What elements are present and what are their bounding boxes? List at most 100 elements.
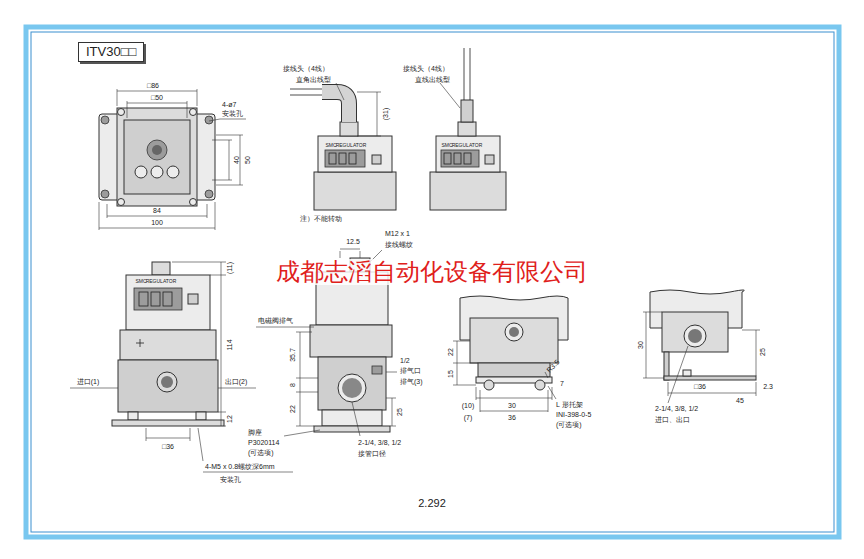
top-view <box>205 190 213 198</box>
logo-text: REGULATOR <box>336 143 367 148</box>
top-view <box>205 116 213 124</box>
front-view <box>152 262 170 275</box>
dimension-value: 45 <box>736 397 744 404</box>
side-view-elbow <box>329 153 336 164</box>
front-view <box>139 292 148 306</box>
part-number: INI-398-0-5 <box>556 411 591 418</box>
top-view <box>99 114 215 200</box>
top-view <box>101 116 109 124</box>
side-view-straight <box>444 153 451 164</box>
side-view-elbow <box>340 122 358 136</box>
dimension-value: 50 <box>244 156 251 164</box>
side-view <box>342 378 362 398</box>
dimension-value: 84 <box>153 207 161 214</box>
dimension-line <box>256 327 314 328</box>
front-view <box>120 330 216 360</box>
side-view-elbow <box>290 89 322 95</box>
dimension-line <box>548 386 556 399</box>
dimension-value: (11) <box>226 262 233 274</box>
side-view-straight <box>461 100 473 122</box>
dimension-value: 22 <box>289 405 296 413</box>
dimension-line <box>99 202 215 230</box>
dimension-value: 8 <box>289 383 296 387</box>
dimension-line <box>476 387 552 412</box>
dimension-value: 2.3 <box>763 383 773 390</box>
dimension-line <box>296 332 318 426</box>
dimension-value: (7) <box>464 414 473 421</box>
dimension-line <box>340 249 360 258</box>
callout-label: 接线头（4线） <box>283 65 329 72</box>
top-view <box>147 140 167 160</box>
top-view <box>99 108 215 206</box>
front-view <box>161 376 173 388</box>
top-view <box>152 145 162 155</box>
dimension-line <box>117 89 197 118</box>
bracket-view <box>460 296 568 390</box>
front-view <box>134 288 182 310</box>
dimension-value: □36 <box>162 443 174 450</box>
dimension-value: □86 <box>147 82 159 89</box>
dimension-value: □36 <box>694 383 706 390</box>
callout-label: 2-1/4, 3/8, 1/2 <box>655 405 698 412</box>
side-view-elbow <box>314 172 396 210</box>
top-view <box>190 199 197 206</box>
dimension-line <box>742 330 760 376</box>
dimension-line <box>453 341 478 385</box>
dimension-line <box>386 372 397 373</box>
page-number: 2.292 <box>418 498 446 509</box>
dimension-value: □50 <box>151 94 163 101</box>
dimension-line <box>352 402 360 436</box>
front-view <box>151 292 160 306</box>
dimension-line <box>668 346 688 403</box>
dimension-value: 25 <box>396 408 403 416</box>
front-view <box>157 372 177 392</box>
logo-text: SMC <box>441 143 452 148</box>
bracket-view <box>470 318 558 363</box>
top-view <box>167 166 179 178</box>
dimension-line <box>212 135 243 185</box>
callout-label: (可选项) <box>248 449 274 456</box>
dimension-line <box>99 89 246 230</box>
side-view-elbow <box>357 92 381 136</box>
callout-label: (可选项) <box>556 421 582 428</box>
callout-label: 排气(3) <box>400 378 423 385</box>
side-view-straight <box>464 48 470 100</box>
dimension-line <box>284 430 320 436</box>
dimension-line <box>453 341 556 412</box>
bracket-view <box>478 363 550 377</box>
bracket-side-view <box>664 376 756 380</box>
dimension-line <box>386 398 396 426</box>
callout-label: 进口、出口 <box>655 416 690 423</box>
port-label: 进口(1) <box>77 378 100 385</box>
front-view <box>196 412 206 420</box>
dimension-value: 25 <box>759 348 766 356</box>
note-text: 注）不能转动 <box>300 215 342 222</box>
side-view-straight <box>454 153 461 164</box>
top-view <box>118 109 125 116</box>
side-view-elbow <box>372 155 381 164</box>
top-view <box>101 190 109 198</box>
page-frame <box>26 27 839 537</box>
side-view-straight <box>440 83 460 108</box>
side-view-straight <box>441 150 479 167</box>
side-view-elbow <box>325 150 365 167</box>
page-frame <box>31 32 834 532</box>
callout-label: 2-1/4, 3/8, 1/2 <box>358 439 401 446</box>
front-view <box>118 360 218 412</box>
callout-label: 脚座 <box>248 429 262 436</box>
front-view <box>136 339 144 347</box>
dimension-value: 22 <box>447 348 454 356</box>
bracket-view <box>535 380 545 390</box>
callout-label: M12 x 1 <box>385 230 410 237</box>
side-view <box>372 366 382 374</box>
front-view <box>188 294 198 304</box>
dimension-line <box>198 428 293 472</box>
port-label: 出口(2) <box>225 378 248 385</box>
side-view-elbow <box>336 83 344 100</box>
front-view <box>126 275 210 330</box>
top-view <box>190 109 197 116</box>
logo-text: REGULATOR <box>146 279 177 284</box>
callout-label: 接管口径 <box>358 450 386 457</box>
dimension-value: 12 <box>226 415 233 423</box>
